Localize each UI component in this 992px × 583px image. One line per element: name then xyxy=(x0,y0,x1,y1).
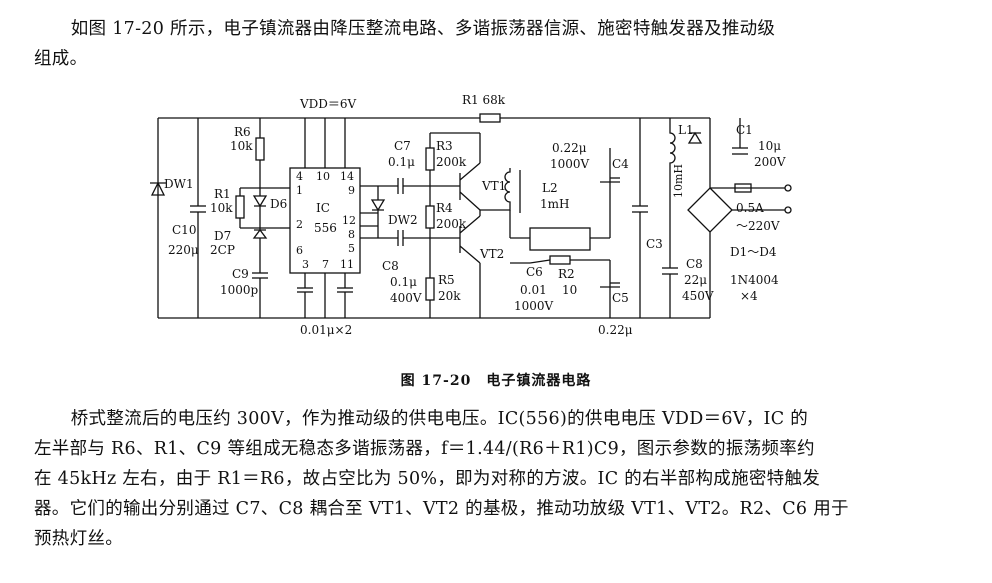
label-c-bottom: 0.01μ×2 xyxy=(300,323,352,337)
label-pin5: 5 xyxy=(348,242,355,255)
label-r5-val: 20k xyxy=(438,289,461,303)
label-r6: R6 xyxy=(234,125,251,139)
label-pin11: 11 xyxy=(340,258,354,271)
label-l1: L1 xyxy=(678,123,694,137)
circuit-diagram: VDD＝6V R1 68k DW1 R6 10k R1 10k D6 C10 2… xyxy=(150,93,792,337)
label-c4: C4 xyxy=(612,157,629,171)
label-vt2: VT2 xyxy=(479,247,504,261)
label-d7: D7 xyxy=(214,229,231,243)
label-c8b-val2: 450V xyxy=(682,289,714,303)
label-fuse: 0.5A xyxy=(736,201,764,215)
label-c6: C6 xyxy=(526,265,543,279)
label-pin9: 9 xyxy=(348,184,355,197)
label-r5: R5 xyxy=(438,273,455,287)
label-ic: IC xyxy=(316,201,330,215)
bridge-rectifier xyxy=(687,187,733,233)
label-c6-val2: 1000V xyxy=(514,299,554,313)
label-r2: R2 xyxy=(558,267,575,281)
label-c4-val2: 1000V xyxy=(550,157,590,171)
lamp-box xyxy=(529,227,591,251)
label-c9: C9 xyxy=(232,267,249,281)
label-l1-val: 10mH xyxy=(672,164,685,198)
label-pin8: 8 xyxy=(348,228,355,241)
label-vt1: VT1 xyxy=(481,179,506,193)
label-r1: R1 xyxy=(214,187,231,201)
label-r1-68k: R1 68k xyxy=(462,93,506,107)
label-c8: C8 xyxy=(382,259,399,273)
label-r3-val: 200k xyxy=(436,155,467,169)
label-r4: R4 xyxy=(436,201,453,215)
label-r6-val: 10k xyxy=(230,139,253,153)
label-ic-num: 556 xyxy=(314,221,337,235)
label-c6-val1: 0.01 xyxy=(520,283,547,297)
label-r2-val: 10 xyxy=(562,283,577,297)
label-c7-val: 0.1μ xyxy=(388,155,415,169)
label-c8-val2: 400V xyxy=(390,291,422,305)
label-diode-part: 1N4004 xyxy=(730,273,779,287)
label-c1-val1: 10μ xyxy=(758,139,781,153)
label-r4-val: 200k xyxy=(436,217,467,231)
body-paragraph: 桥式整流后的电压约 300V，作为推动级的供电电压。IC(556)的供电电压 V… xyxy=(34,409,849,549)
label-d7-val: 2CP xyxy=(210,243,235,257)
label-pin12: 12 xyxy=(342,214,356,227)
label-ac: ～220V xyxy=(736,219,780,233)
label-dw2: DW2 xyxy=(388,213,418,227)
label-d6: D6 xyxy=(270,197,287,211)
label-c8-val1: 0.1μ xyxy=(390,275,417,289)
label-pin14: 14 xyxy=(340,170,354,183)
label-diode-qty: ×4 xyxy=(740,289,758,303)
label-l2: L2 xyxy=(542,181,558,195)
label-pin3: 3 xyxy=(302,258,309,271)
label-r1-val: 10k xyxy=(210,201,233,215)
label-pin1: 1 xyxy=(296,184,303,197)
r1-top-resistor xyxy=(479,113,501,123)
label-c7: C7 xyxy=(394,139,411,153)
label-c9-val: 1000p xyxy=(220,283,259,297)
label-c10-val: 220μ xyxy=(168,243,199,257)
label-c3: C3 xyxy=(646,237,663,251)
intro-paragraph: 如图 17-20 所示，电子镇流器由降压整流电路、多谐振荡器信源、施密特触发器及… xyxy=(34,19,776,69)
label-c1-val2: 200V xyxy=(754,155,786,169)
label-d1d4: D1～D4 xyxy=(730,245,777,259)
label-pin2: 2 xyxy=(296,218,303,231)
figure-caption: 图 17-20 电子镇流器电路 xyxy=(400,373,592,389)
label-r3: R3 xyxy=(436,139,453,153)
label-pin10: 10 xyxy=(316,170,330,183)
label-c4-val1: 0.22μ xyxy=(552,141,587,155)
label-c5-val: 0.22μ xyxy=(598,323,633,337)
label-c8b: C8 xyxy=(686,257,703,271)
label-pin4: 4 xyxy=(296,170,303,183)
label-dw1: DW1 xyxy=(164,177,194,191)
label-c8b-val1: 22μ xyxy=(684,273,707,287)
label-c1: C1 xyxy=(736,123,753,137)
label-c5: C5 xyxy=(612,291,629,305)
label-pin7: 7 xyxy=(322,258,329,271)
label-vdd: VDD＝6V xyxy=(299,97,357,111)
label-pin6: 6 xyxy=(296,244,303,257)
label-c10: C10 xyxy=(172,223,196,237)
label-l2-val: 1mH xyxy=(540,197,569,211)
